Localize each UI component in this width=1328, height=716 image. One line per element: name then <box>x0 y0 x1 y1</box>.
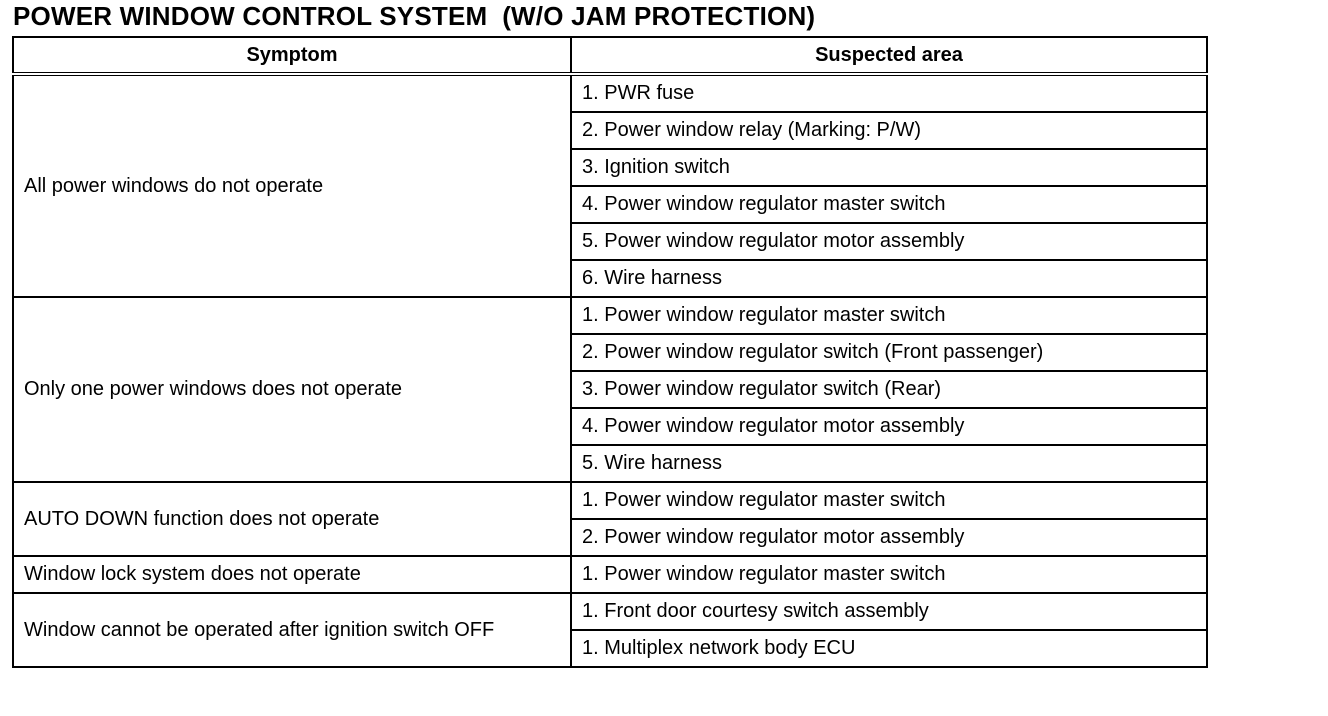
table-row: 4. Power window regulator master switch <box>13 185 1208 224</box>
table-row: 2. Power window regulator switch (Front … <box>13 333 1208 372</box>
troubleshooting-table: Symptom Suspected area All power windows… <box>12 36 1208 668</box>
table-row: 2. Power window regulator motor assembly <box>13 518 1208 557</box>
table-row: All power windows do not operate 1. PWR … <box>12 73 1208 298</box>
header-suspected-area: Suspected area <box>570 36 1208 76</box>
table-row: Window cannot be operated after ignition… <box>12 592 1208 668</box>
suspected-area-cell: 1. Power window regulator master switch <box>570 481 1208 520</box>
table-row: Window lock system does not operate 1. P… <box>12 555 1208 594</box>
suspected-area-cell: 6. Wire harness <box>570 259 1208 298</box>
table-row: 3. Power window regulator switch (Rear) <box>13 370 1208 409</box>
table-row: 3. Ignition switch <box>13 148 1208 187</box>
table-row: 4. Power window regulator motor assembly <box>13 407 1208 446</box>
suspected-area-cell: 1. Power window regulator master switch <box>570 296 1208 335</box>
table-row: 5. Wire harness <box>13 444 1208 483</box>
table-row: 2. Power window relay (Marking: P/W) <box>13 111 1208 150</box>
table-row: 1. Multiplex network body ECU <box>13 629 1208 668</box>
table-header-row: Symptom Suspected area <box>12 36 1208 76</box>
suspected-area-cell: 2. Power window relay (Marking: P/W) <box>570 111 1208 150</box>
table-row: 6. Wire harness <box>13 259 1208 298</box>
symptom-cell: Window cannot be operated after ignition… <box>12 592 572 668</box>
suspected-area-cell: 4. Power window regulator master switch <box>570 185 1208 224</box>
table-row: Only one power windows does not operate … <box>12 296 1208 483</box>
symptom-cell: AUTO DOWN function does not operate <box>12 481 572 557</box>
suspected-area-cell: 1. Multiplex network body ECU <box>570 629 1208 668</box>
table-row: 5. Power window regulator motor assembly <box>13 222 1208 261</box>
symptom-cell: Only one power windows does not operate <box>12 296 572 483</box>
symptom-cell: All power windows do not operate <box>12 73 572 298</box>
table-row: AUTO DOWN function does not operate 1. P… <box>12 481 1208 557</box>
suspected-area-cell: 1. PWR fuse <box>570 73 1208 113</box>
suspected-area-cell: 3. Power window regulator switch (Rear) <box>570 370 1208 409</box>
header-symptom: Symptom <box>12 36 572 76</box>
suspected-area-cell: 2. Power window regulator motor assembly <box>570 518 1208 557</box>
suspected-area-cell: 4. Power window regulator motor assembly <box>570 407 1208 446</box>
suspected-area-cell: 1. Power window regulator master switch <box>570 555 1208 594</box>
suspected-area-cell: 5. Power window regulator motor assembly <box>570 222 1208 261</box>
suspected-area-cell: 2. Power window regulator switch (Front … <box>570 333 1208 372</box>
page-title: POWER WINDOW CONTROL SYSTEM (W/O JAM PRO… <box>13 1 816 31</box>
suspected-area-cell: 3. Ignition switch <box>570 148 1208 187</box>
symptom-cell: Window lock system does not operate <box>12 555 572 594</box>
suspected-area-cell: 1. Front door courtesy switch assembly <box>570 592 1208 631</box>
suspected-area-cell: 5. Wire harness <box>570 444 1208 483</box>
